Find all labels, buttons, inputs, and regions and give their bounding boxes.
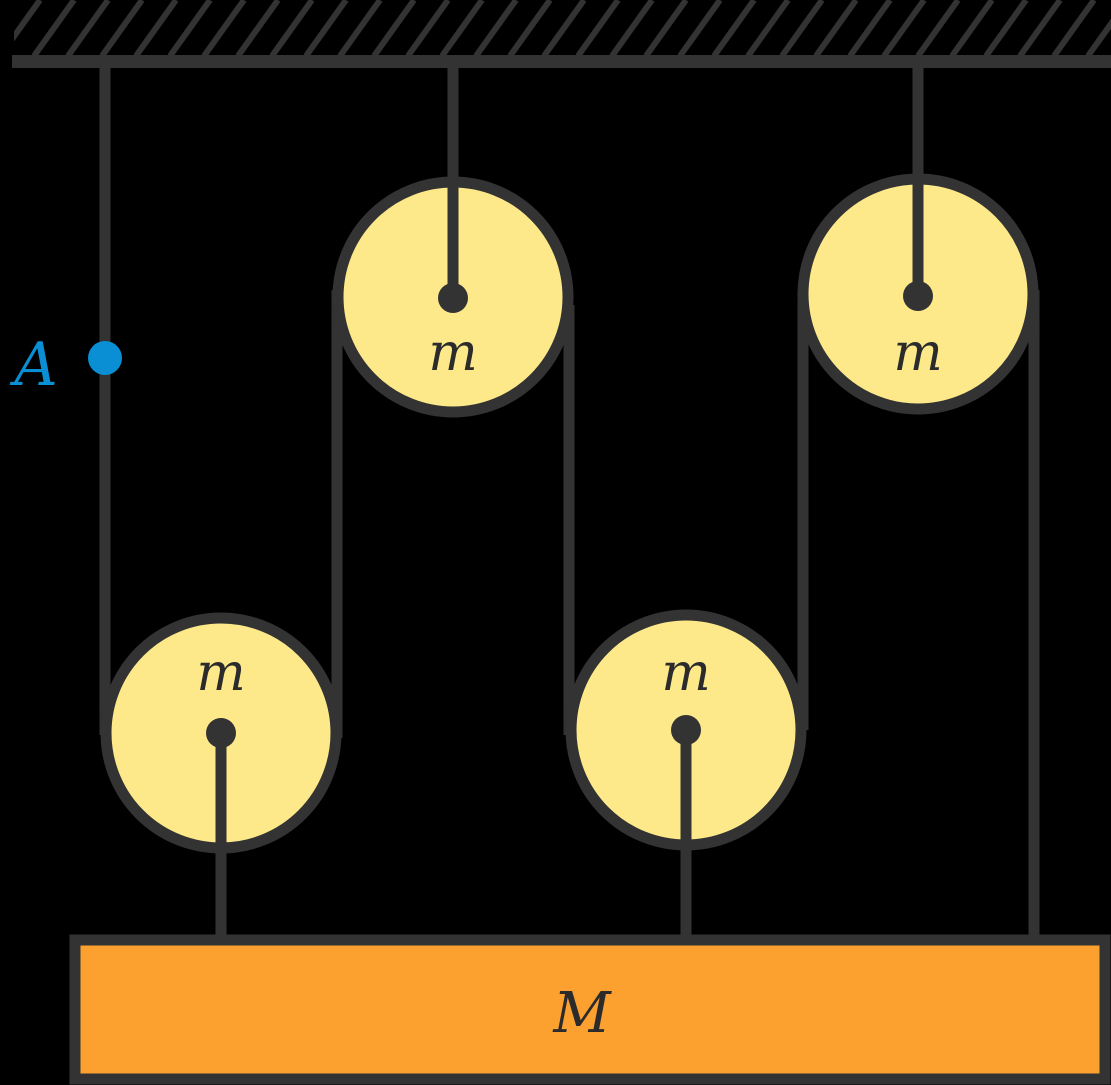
ropes bbox=[99, 66, 1040, 940]
pulley-mass-label: m bbox=[661, 643, 710, 703]
ceiling bbox=[12, 0, 1111, 68]
block-mass-label: M bbox=[552, 981, 612, 1046]
pulley-top-left: m bbox=[332, 176, 574, 418]
block-M: M bbox=[69, 934, 1111, 1085]
pulley-mass-label: m bbox=[893, 323, 942, 383]
point-A: A bbox=[9, 330, 122, 400]
ceiling-hatching bbox=[14, 0, 1111, 56]
pulley-bottom-left: m bbox=[100, 612, 342, 940]
ceiling-bar bbox=[12, 55, 1111, 68]
pulley-mass-label: m bbox=[428, 323, 477, 383]
axle-dot bbox=[206, 718, 236, 748]
pulley-bottom-right: m bbox=[565, 609, 807, 940]
axle-dot bbox=[903, 281, 933, 311]
pulley-mass-label: m bbox=[196, 643, 245, 703]
axle-dot bbox=[438, 283, 468, 313]
axle-dot bbox=[671, 715, 701, 745]
point-A-dot bbox=[88, 341, 122, 375]
pulley-top-right: m bbox=[797, 173, 1039, 415]
point-A-label: A bbox=[9, 330, 57, 400]
